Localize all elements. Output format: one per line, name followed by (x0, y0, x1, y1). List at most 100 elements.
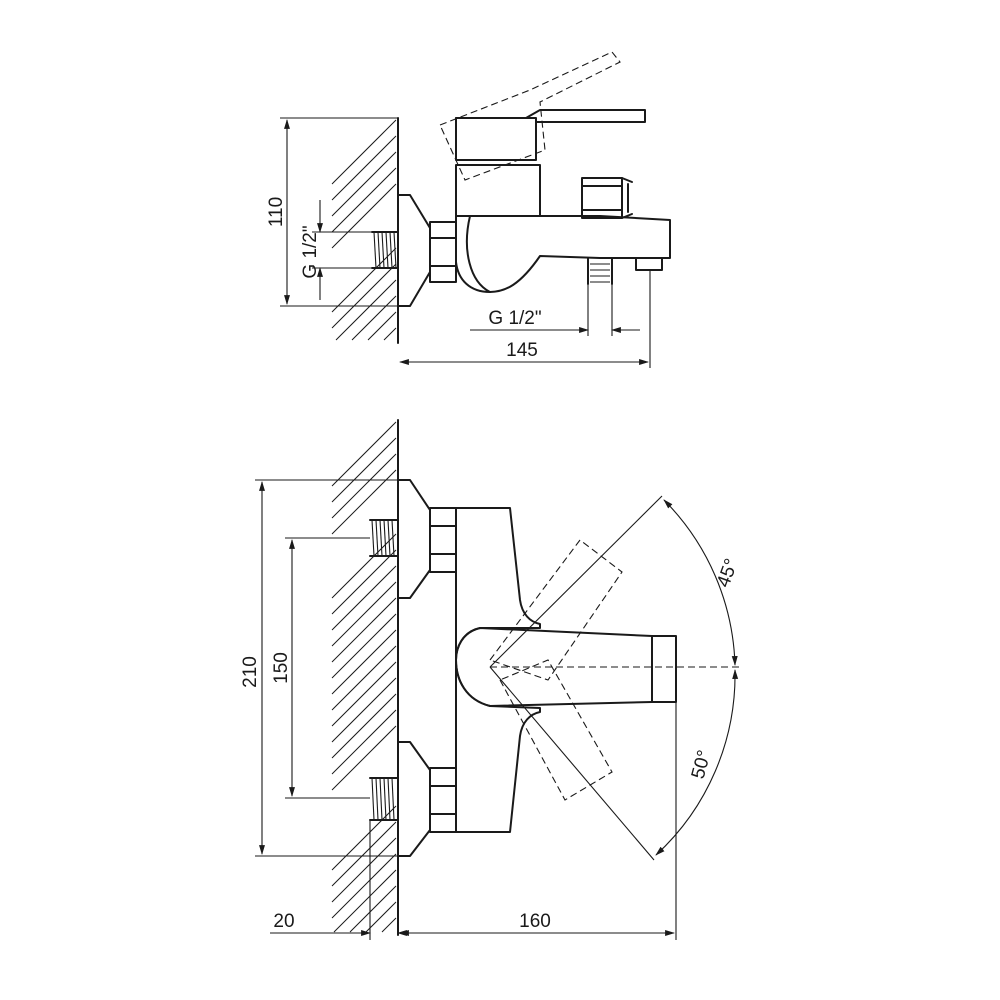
hatch-line (331, 821, 397, 887)
hatch-line (331, 661, 397, 727)
top-aerator (635, 257, 663, 271)
hatch-line (331, 581, 397, 647)
thread-line (375, 777, 379, 821)
thread-line (387, 777, 391, 821)
top-dim-145-label: 145 (506, 340, 538, 361)
hatch-line (331, 263, 397, 329)
front-angle-50-label: 50° (688, 748, 716, 781)
thread-line (379, 777, 383, 821)
thread-line (381, 231, 385, 269)
front-dim-20: 20 (270, 820, 420, 940)
front-lever-down-position (499, 659, 613, 801)
hatch-line (331, 837, 397, 903)
hatch-line (383, 327, 397, 341)
front-dim-150: 150 (271, 537, 370, 799)
thread-line (387, 519, 391, 557)
hatch-line (331, 453, 397, 519)
hatch-line (333, 869, 397, 933)
top-dim-inlet-thread: G 1/2" (300, 200, 372, 300)
thread-line (377, 231, 381, 269)
hatch-line (381, 917, 397, 933)
hatch-line (331, 677, 397, 743)
front-lever (455, 627, 677, 707)
hatch-line (331, 533, 397, 599)
thread-line (391, 519, 395, 557)
top-dim-110: 110 (266, 117, 398, 307)
thread-line (371, 519, 375, 557)
thread-line (373, 231, 377, 269)
hatch-line (331, 135, 397, 201)
top-cartridge-cap (455, 117, 537, 161)
front-lever-up-position (489, 539, 623, 681)
hatch-line (331, 613, 397, 679)
front-angle-arc-down (655, 669, 739, 856)
front-wall-hatch (331, 419, 399, 936)
hatch-line (331, 853, 397, 919)
thread-line (375, 519, 379, 557)
top-wall-flange (397, 194, 431, 307)
hatch-line (335, 279, 397, 341)
thread-line (379, 519, 383, 557)
thread-line (391, 777, 395, 821)
top-wall-hatch (331, 117, 399, 344)
front-dim-160: 160 (399, 702, 677, 940)
thread-line (393, 231, 397, 269)
hatch-line (367, 311, 397, 341)
thread-line (385, 231, 389, 269)
top-lever (455, 109, 646, 123)
front-dim-20-label: 20 (273, 911, 294, 932)
hatch-line (331, 437, 397, 503)
hatch-line (331, 247, 397, 313)
hatch-line (331, 805, 397, 871)
hatch-line (351, 295, 397, 341)
front-upper-hex-nut (429, 507, 457, 573)
top-lever-alt-position (439, 51, 621, 181)
top-view: 110 G 1/2" G 1/2" 145 (266, 51, 671, 368)
top-inlet-thread (371, 231, 399, 269)
hatch-line (331, 167, 397, 233)
front-view: 45° 50° 210 150 20 160 (240, 419, 743, 940)
hatch-line (331, 645, 397, 711)
front-dim-210: 210 (240, 479, 398, 857)
hatch-line (331, 565, 397, 631)
hatch-line (331, 421, 397, 487)
hatch-line (331, 725, 397, 791)
top-diverter-knob (581, 177, 629, 219)
thread-line (383, 519, 387, 557)
top-mixer-body (455, 215, 671, 293)
hatch-line (331, 597, 397, 663)
front-upper-flange (397, 479, 431, 599)
front-lower-thread (369, 777, 399, 821)
hatch-line (349, 885, 397, 933)
top-dim-inlet-thread-label: G 1/2" (300, 225, 321, 278)
front-upper-thread (369, 519, 399, 557)
front-mixer-body (455, 507, 541, 661)
hatch-line (331, 183, 397, 249)
thread-line (383, 777, 387, 821)
top-dim-110-label: 110 (266, 197, 287, 227)
hatch-line (331, 709, 397, 775)
hatch-line (365, 901, 397, 933)
top-outlet-thread (587, 257, 613, 285)
top-dim-outlet-thread: G 1/2" (470, 284, 640, 336)
hatch-line (331, 151, 397, 217)
top-hex-nut (429, 221, 457, 283)
hatch-line (331, 693, 397, 759)
front-dim-160-label: 160 (519, 911, 551, 932)
top-dim-outlet-thread-label: G 1/2" (488, 308, 541, 329)
hatch-line (331, 629, 397, 695)
hatch-line (331, 469, 397, 535)
front-angle-arc-up (663, 499, 738, 666)
front-dim-150-label: 150 (271, 652, 292, 684)
front-lower-hex-nut (429, 767, 457, 833)
hatch-line (331, 549, 397, 615)
front-lower-flange (397, 741, 431, 857)
hatch-line (331, 119, 397, 185)
thread-line (389, 231, 393, 269)
front-dim-210-label: 210 (240, 656, 261, 688)
thread-line (371, 777, 375, 821)
front-angle-45-label: 45° (713, 556, 743, 590)
top-dim-145: 145 (399, 270, 651, 368)
top-body-cylinder (455, 164, 541, 217)
